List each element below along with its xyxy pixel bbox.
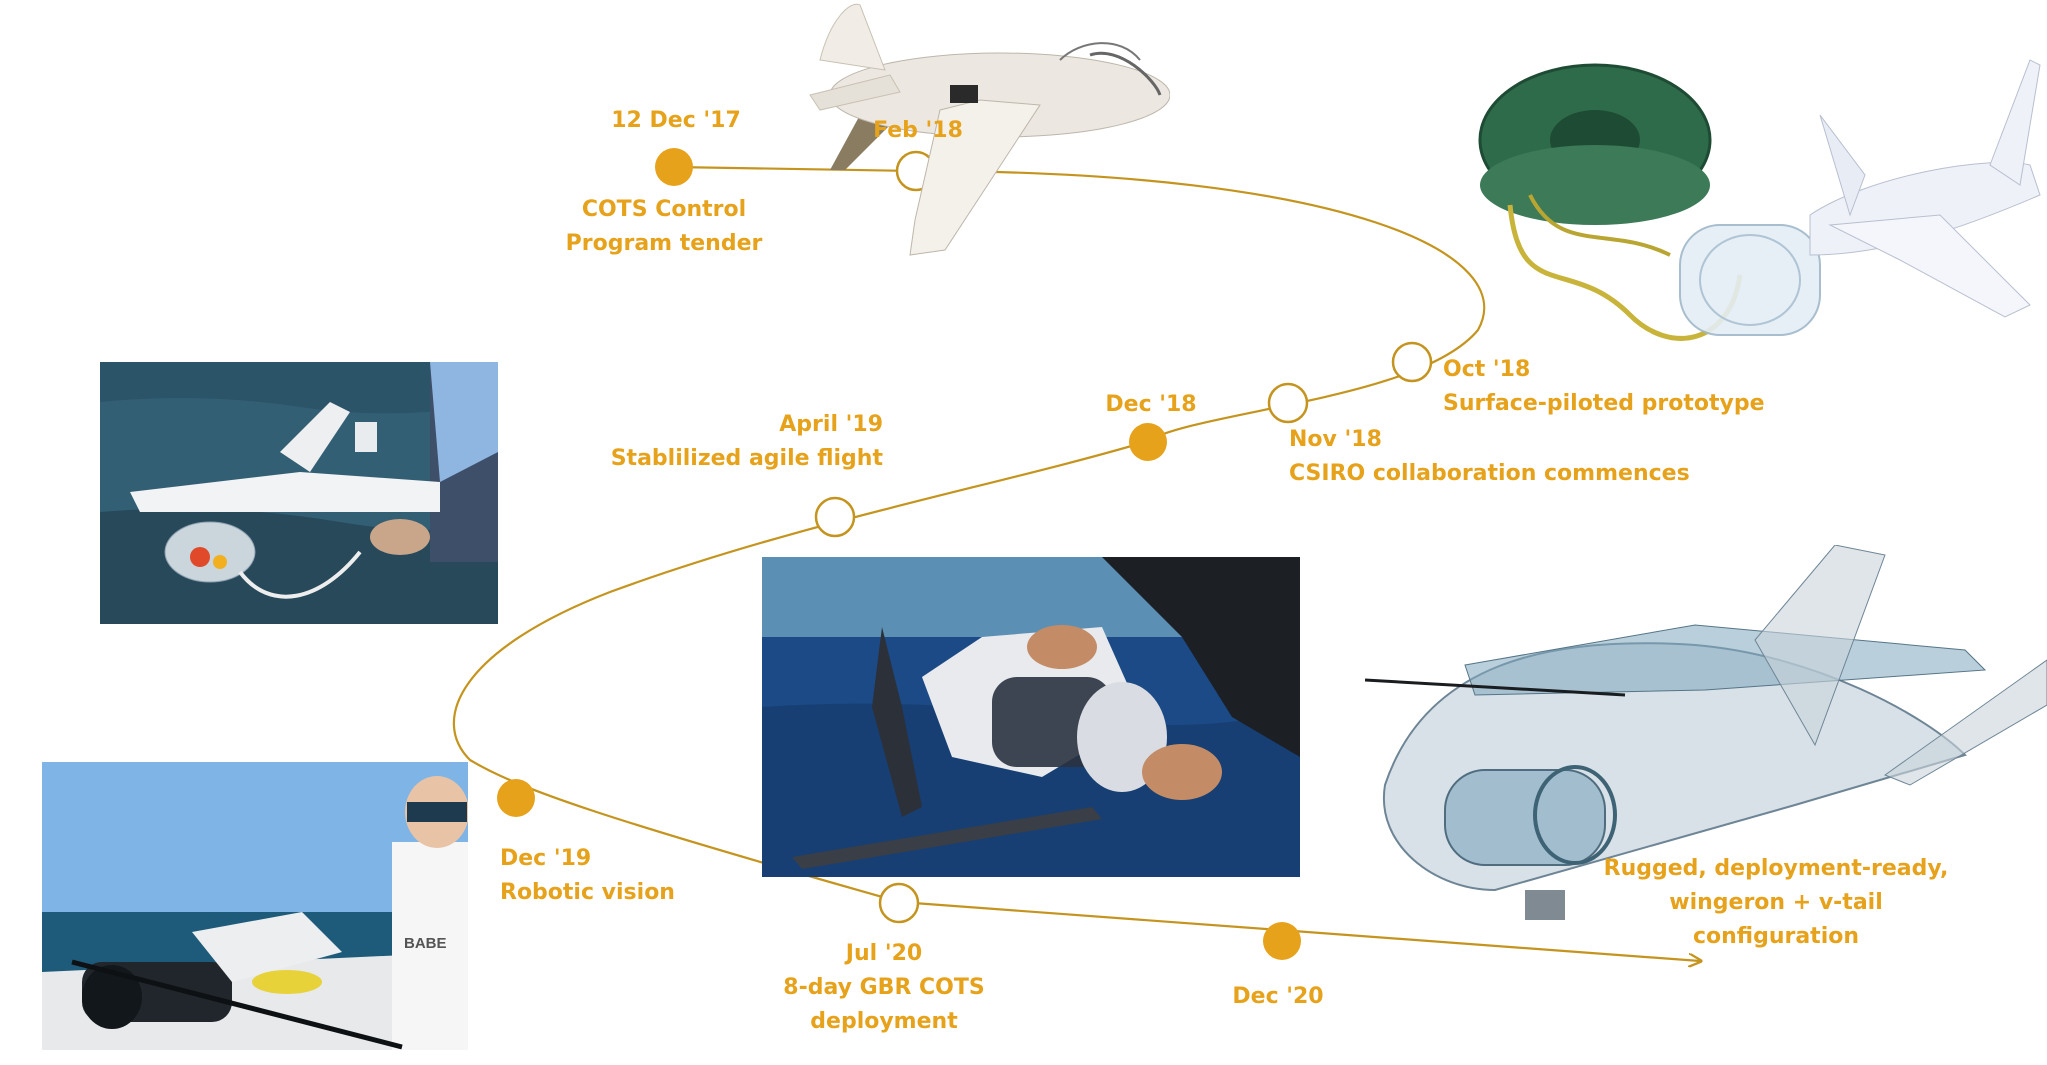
deployment-in-water-photo bbox=[762, 557, 1300, 877]
shirt-print: BABE bbox=[404, 935, 447, 952]
milestone-oct18-label: Oct '18 Surface-piloted prototype bbox=[1443, 353, 1765, 421]
milestone-nov18-label: Nov '18 CSIRO collaboration commences bbox=[1289, 423, 1690, 491]
milestone-feb18-label: Feb '18 bbox=[873, 114, 963, 148]
milestone-marker-oct18 bbox=[1391, 341, 1433, 383]
milestone-jul20-caption-line-1: 8-day GBR COTS bbox=[783, 975, 985, 1000]
milestone-dec18-date: Dec '18 bbox=[1105, 392, 1197, 417]
milestone-marker-dec18 bbox=[1129, 423, 1167, 461]
milestone-marker-apr19 bbox=[814, 496, 856, 538]
end-caption-line-3: configuration bbox=[1692, 924, 1860, 949]
milestone-tender-caption-line-2: Program tender bbox=[565, 231, 763, 256]
milestone-jul20-label: Jul '20 8-day GBR COTS deployment bbox=[783, 937, 984, 1039]
milestone-dec20-date: Dec '20 bbox=[1232, 984, 1324, 1009]
milestone-marker-jul20 bbox=[878, 882, 920, 924]
milestone-marker-nov18 bbox=[1267, 382, 1309, 424]
end-configuration-caption: Rugged, deployment-ready, wingeron + v-t… bbox=[1604, 852, 1949, 954]
milestone-dec20-label: Dec '20 bbox=[1232, 980, 1323, 1014]
milestone-tender-label: 12 Dec '17 bbox=[611, 104, 741, 138]
milestone-oct18-date: Oct '18 bbox=[1443, 357, 1531, 382]
timeline-path bbox=[452, 165, 1700, 961]
milestone-jul20-date: Jul '20 bbox=[845, 941, 923, 966]
deck-prototype-with-operator-photo: BABE bbox=[42, 762, 468, 1050]
milestone-nov18-date: Nov '18 bbox=[1289, 427, 1382, 452]
milestone-apr19-date: April '19 bbox=[779, 412, 883, 437]
milestone-tender-caption-line-1: COTS Control bbox=[581, 197, 747, 222]
milestone-tender-caption: COTS Control Program tender bbox=[566, 193, 763, 261]
milestone-nov18-caption-line-1: CSIRO collaboration commences bbox=[1289, 461, 1690, 486]
milestone-oct18-caption-line-1: Surface-piloted prototype bbox=[1443, 391, 1765, 416]
milestone-dec18-label: Dec '18 bbox=[1105, 388, 1196, 422]
milestone-tender-date: 12 Dec '17 bbox=[611, 108, 741, 133]
milestone-marker-dec19 bbox=[497, 779, 535, 817]
end-caption-line-2: wingeron + v-tail bbox=[1669, 890, 1883, 915]
milestone-apr19-label: April '19 Stablilized agile flight bbox=[611, 408, 883, 476]
transparent-vtail-glider-render bbox=[1364, 544, 2047, 945]
milestone-apr19-caption-line-1: Stablilized agile flight bbox=[610, 446, 883, 471]
milestone-dec19-date: Dec '19 bbox=[500, 846, 592, 871]
milestone-jul20-caption-line-2: deployment bbox=[810, 1009, 958, 1034]
milestone-feb18-date: Feb '18 bbox=[873, 118, 963, 143]
milestone-dec19-label: Dec '19 Robotic vision bbox=[500, 842, 675, 910]
milestone-marker-tender bbox=[655, 148, 693, 186]
end-caption-line-1: Rugged, deployment-ready, bbox=[1603, 856, 1949, 881]
early-white-glider-render bbox=[790, 0, 1171, 265]
handheld-prototype-at-sea-photo bbox=[100, 362, 498, 624]
milestone-dec19-caption-line-1: Robotic vision bbox=[500, 880, 675, 905]
tethered-prototype-with-reel-render bbox=[1470, 55, 2047, 375]
milestone-marker-dec20 bbox=[1263, 922, 1301, 960]
